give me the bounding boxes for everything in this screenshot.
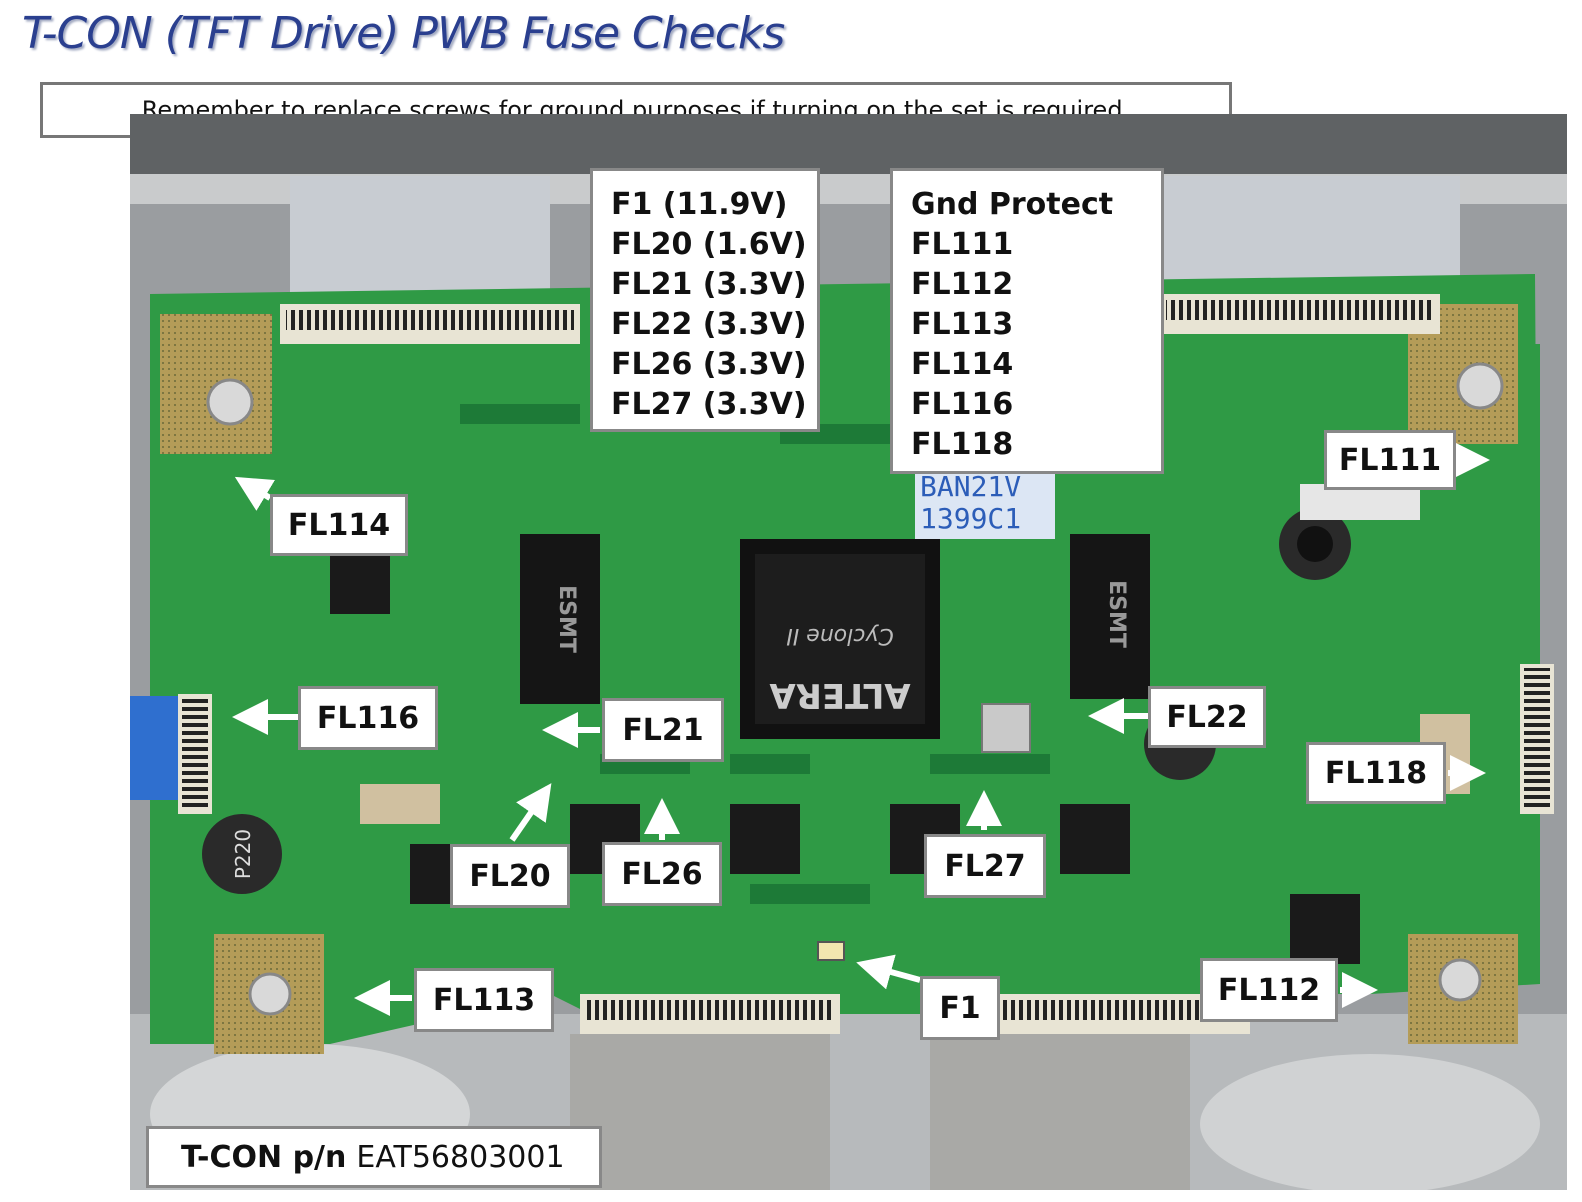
part-number-label: T-CON p/n [181, 1139, 347, 1175]
part-number-value: EAT56803001 [356, 1139, 565, 1175]
arrow-f1 [856, 954, 921, 990]
label-fl118: FL118 [1306, 742, 1446, 804]
voltage-fuse-list: F1 (11.9V) FL20 (1.6V) FL21 (3.3V) FL22 … [590, 168, 820, 432]
label-fl21: FL21 [602, 698, 724, 762]
label-fl20: FL20 [450, 844, 570, 908]
label-f1: F1 [920, 976, 1000, 1040]
arrow-fl114 [234, 476, 275, 511]
label-fl112: FL112 [1200, 958, 1338, 1022]
voltage-item: FL26 (3.3V) [611, 347, 807, 382]
page-title: T-CON (TFT Drive) PWB Fuse Checks [22, 8, 785, 59]
label-fl116: FL116 [298, 686, 438, 750]
voltage-item: FL22 (3.3V) [611, 307, 807, 342]
label-fl26: FL26 [602, 842, 722, 906]
memory-right-text: ESMT [1104, 580, 1129, 648]
memory-left-text: ESMT [554, 585, 579, 653]
arrow-fl20 [509, 783, 552, 842]
fpga-model-text: Cyclone II [786, 623, 894, 648]
voltage-item: FL21 (3.3V) [611, 267, 807, 302]
ground-item: Gnd Protect [911, 187, 1114, 222]
sticker-line2: 1399C1 [920, 502, 1021, 535]
label-fl114: FL114 [270, 494, 408, 556]
inductor-text: P220 [231, 829, 255, 879]
voltage-item: FL27 (3.3V) [611, 387, 807, 422]
voltage-item: FL20 (1.6V) [611, 227, 807, 262]
ground-item: FL111 [911, 227, 1014, 262]
sticker-line1: BAN21V [920, 470, 1021, 503]
label-fl27: FL27 [924, 834, 1046, 898]
label-fl22: FL22 [1148, 686, 1266, 748]
ground-item: FL118 [911, 427, 1014, 462]
ground-item: FL113 [911, 307, 1014, 342]
ground-item: FL114 [911, 347, 1014, 382]
voltage-item: F1 (11.9V) [611, 187, 788, 222]
ground-item: FL112 [911, 267, 1014, 302]
label-fl111: FL111 [1324, 430, 1456, 490]
ground-item: FL116 [911, 387, 1014, 422]
fpga-brand-text: ALTERA [769, 675, 911, 715]
label-fl113: FL113 [414, 968, 554, 1032]
ground-protect-list: Gnd Protect FL111 FL112 FL113 FL114 FL11… [890, 168, 1164, 474]
part-number-box: T-CON p/n EAT56803001 [146, 1126, 602, 1188]
